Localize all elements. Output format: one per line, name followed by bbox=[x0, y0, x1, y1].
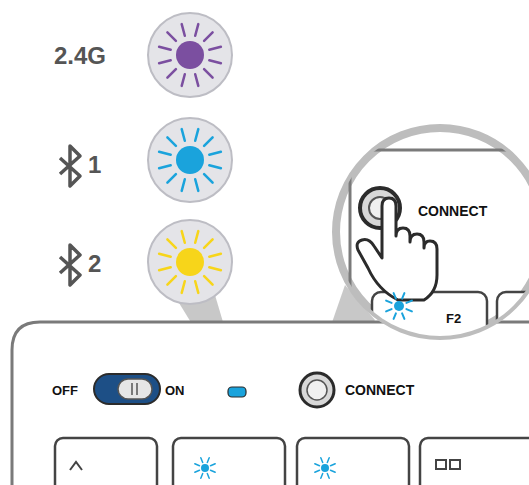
light-ray bbox=[195, 24, 198, 36]
light-ray bbox=[402, 293, 404, 299]
light-ray bbox=[182, 231, 185, 243]
light-ray bbox=[207, 474, 209, 479]
light-ray bbox=[209, 254, 221, 257]
light-ray bbox=[211, 470, 216, 472]
light-ray bbox=[167, 239, 176, 248]
light-ray bbox=[315, 470, 320, 472]
status-led bbox=[228, 387, 246, 397]
light-ray bbox=[195, 281, 198, 293]
light-ray bbox=[159, 165, 171, 168]
light-ray bbox=[182, 74, 185, 86]
light-ray bbox=[331, 464, 336, 466]
light-ray bbox=[321, 474, 323, 479]
light-ray bbox=[207, 458, 209, 463]
light-ray bbox=[182, 179, 185, 191]
light-ray bbox=[159, 60, 171, 63]
light-ray bbox=[394, 313, 396, 319]
bluetooth-icon bbox=[60, 146, 80, 186]
key-row bbox=[55, 438, 529, 485]
bluetooth-icon bbox=[60, 245, 80, 285]
light-ray bbox=[159, 254, 171, 257]
light-ray bbox=[195, 464, 200, 466]
light-ray bbox=[209, 152, 221, 155]
light-ray bbox=[209, 60, 221, 63]
light-ray bbox=[167, 174, 176, 183]
light-ray bbox=[394, 293, 396, 299]
light-ray bbox=[406, 301, 412, 303]
light-ray bbox=[204, 239, 213, 248]
light-ray bbox=[201, 474, 203, 479]
light-ray bbox=[402, 313, 404, 319]
light-ray bbox=[182, 24, 185, 36]
light-ray bbox=[204, 32, 213, 41]
switch-knob bbox=[118, 379, 152, 399]
light-ray bbox=[195, 231, 198, 243]
light-ray bbox=[406, 309, 412, 311]
button-label: CONNECT bbox=[345, 383, 414, 397]
light-ray bbox=[201, 458, 203, 463]
indicator-bt2 bbox=[148, 220, 232, 304]
switch-label: ON bbox=[165, 384, 185, 397]
light-ray bbox=[327, 458, 329, 463]
light-ray bbox=[327, 474, 329, 479]
light-ray bbox=[204, 276, 213, 285]
light-ray bbox=[182, 129, 185, 141]
light-ray bbox=[182, 281, 185, 293]
light-ray bbox=[209, 267, 221, 270]
sun-icon bbox=[394, 301, 404, 311]
light-ray bbox=[331, 470, 336, 472]
light-ray bbox=[204, 69, 213, 78]
channel-number: 1 bbox=[88, 153, 101, 177]
key-label: F2 bbox=[446, 312, 461, 325]
indicator-bt1 bbox=[148, 118, 232, 202]
light-ray bbox=[211, 464, 216, 466]
light-ray bbox=[204, 137, 213, 146]
connect-button bbox=[300, 373, 334, 407]
light-ray bbox=[195, 179, 198, 191]
light-ray bbox=[204, 174, 213, 183]
light-ray bbox=[315, 464, 320, 466]
light-ray bbox=[386, 309, 392, 311]
power-switch bbox=[94, 374, 160, 404]
light-ray bbox=[195, 470, 200, 472]
light-ray bbox=[386, 301, 392, 303]
light-ray bbox=[167, 69, 176, 78]
light-ray bbox=[167, 137, 176, 146]
light-ray bbox=[167, 32, 176, 41]
light-ray bbox=[195, 74, 198, 86]
light-ray bbox=[159, 152, 171, 155]
light-ray bbox=[167, 276, 176, 285]
button-label: CONNECT bbox=[418, 204, 487, 218]
channel-number: 2 bbox=[88, 252, 101, 276]
mode-label: 2.4G bbox=[54, 44, 106, 68]
switch-label: OFF bbox=[52, 384, 78, 397]
light-ray bbox=[209, 47, 221, 50]
light-ray bbox=[195, 129, 198, 141]
light-ray bbox=[209, 165, 221, 168]
light-ray bbox=[159, 267, 171, 270]
light-ray bbox=[159, 47, 171, 50]
f2-key bbox=[372, 292, 487, 362]
light-ray bbox=[321, 458, 323, 463]
indicator-2.4g bbox=[148, 13, 232, 97]
